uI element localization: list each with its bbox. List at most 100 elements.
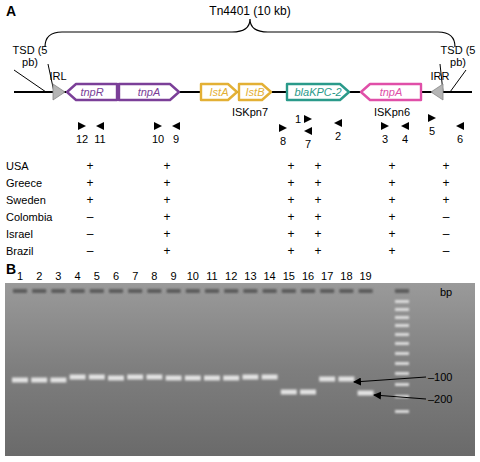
element-label: ISKpn7 [232, 106, 268, 118]
primer-arrow [154, 122, 162, 130]
gel-band [204, 376, 220, 381]
table-cell: + [314, 228, 321, 241]
repeat-label: IRL [49, 70, 66, 82]
gel-well [109, 289, 123, 293]
table-cell: – [87, 211, 94, 224]
gel-well [224, 289, 238, 293]
table-cell: + [442, 194, 449, 207]
table-cell: – [443, 228, 450, 241]
table-cell: – [87, 245, 94, 258]
gel-well [13, 289, 27, 293]
gene-shape [201, 84, 237, 100]
primer-arrow [304, 127, 312, 135]
primer-number: 3 [382, 133, 388, 145]
gel-well [243, 289, 257, 293]
primer-number: 2 [335, 130, 341, 142]
primer-number: 12 [76, 133, 88, 145]
gene-name: tnpR [66, 86, 118, 98]
gel-band [262, 375, 278, 380]
primer-arrow [78, 122, 86, 130]
gel-well [51, 289, 65, 293]
gel-band [281, 390, 297, 395]
lane-number: 2 [36, 270, 42, 282]
primer-number: 6 [457, 133, 463, 145]
table-cell: + [163, 177, 170, 190]
primer-arrow [381, 122, 389, 130]
lane-number: 18 [340, 270, 352, 282]
gel-band [146, 375, 162, 380]
table-cell: + [287, 194, 294, 207]
lane-number: 9 [171, 270, 177, 282]
gel-band [70, 375, 86, 380]
ladder-band [395, 324, 409, 327]
gene-arrow: blaKPC-2 [286, 82, 350, 102]
gel-band [223, 376, 239, 381]
primer-number: 8 [280, 135, 286, 147]
primer-arrow [96, 122, 104, 130]
primer-arrow [401, 122, 409, 130]
table-cell: + [163, 211, 170, 224]
lane-number: 16 [302, 270, 314, 282]
gel-well [359, 289, 373, 293]
lane-number: 19 [359, 270, 371, 282]
lane-number: 10 [187, 270, 199, 282]
gel-band [12, 378, 28, 383]
country-name: Colombia [6, 211, 52, 223]
table-cell: + [442, 177, 449, 190]
primer-number: 4 [402, 133, 408, 145]
gel-image [5, 283, 475, 456]
size-marker: –200 [428, 393, 452, 405]
band-pointer [374, 395, 426, 399]
country-name: Israel [6, 228, 33, 240]
table-cell: + [314, 194, 321, 207]
lane-number: 4 [75, 270, 81, 282]
primer-arrow [304, 115, 312, 123]
primer-number: 7 [305, 138, 311, 150]
size-marker: –100 [428, 371, 452, 383]
ladder-band [395, 410, 409, 413]
gel-band [31, 378, 47, 383]
gene-name: tnpA [118, 86, 180, 98]
band-pointer [354, 377, 426, 382]
gel-well [147, 289, 161, 293]
table-cell: + [314, 245, 321, 258]
gel-bands [12, 289, 409, 413]
country-name: Brazil [6, 245, 34, 257]
lane-number: 17 [321, 270, 333, 282]
table-cell: + [287, 228, 294, 241]
gel-band [166, 376, 182, 381]
table-cell: + [86, 160, 93, 173]
lane-number: 5 [94, 270, 100, 282]
gel-well [167, 289, 181, 293]
gene-shape [119, 84, 179, 100]
primer-arrow [334, 119, 342, 127]
table-cell: + [163, 228, 170, 241]
gel-well [205, 289, 219, 293]
gel-band [50, 378, 66, 383]
table-cell: + [314, 211, 321, 224]
gene-name: tnpA [360, 86, 422, 98]
primer-arrow [456, 122, 464, 130]
gel-well [186, 289, 200, 293]
lane-number: 6 [113, 270, 119, 282]
table-cell: – [443, 211, 450, 224]
ladder-band [395, 383, 409, 386]
gel-band [300, 390, 316, 395]
gene-name: IstA [200, 86, 238, 98]
table-cell: + [163, 160, 170, 173]
table-cell: + [287, 245, 294, 258]
gel-band [358, 391, 374, 396]
gene-arrow: IstA [200, 82, 238, 102]
gel-band [338, 377, 354, 382]
table-cell: + [86, 194, 93, 207]
table-cell: + [442, 160, 449, 173]
table-cell: + [287, 160, 294, 173]
gel-band [127, 375, 143, 380]
lane-number: 8 [151, 270, 157, 282]
country-name: Greece [6, 177, 42, 189]
tsd-leader [450, 70, 466, 92]
table-cell: + [287, 177, 294, 190]
gel-well [71, 289, 85, 293]
